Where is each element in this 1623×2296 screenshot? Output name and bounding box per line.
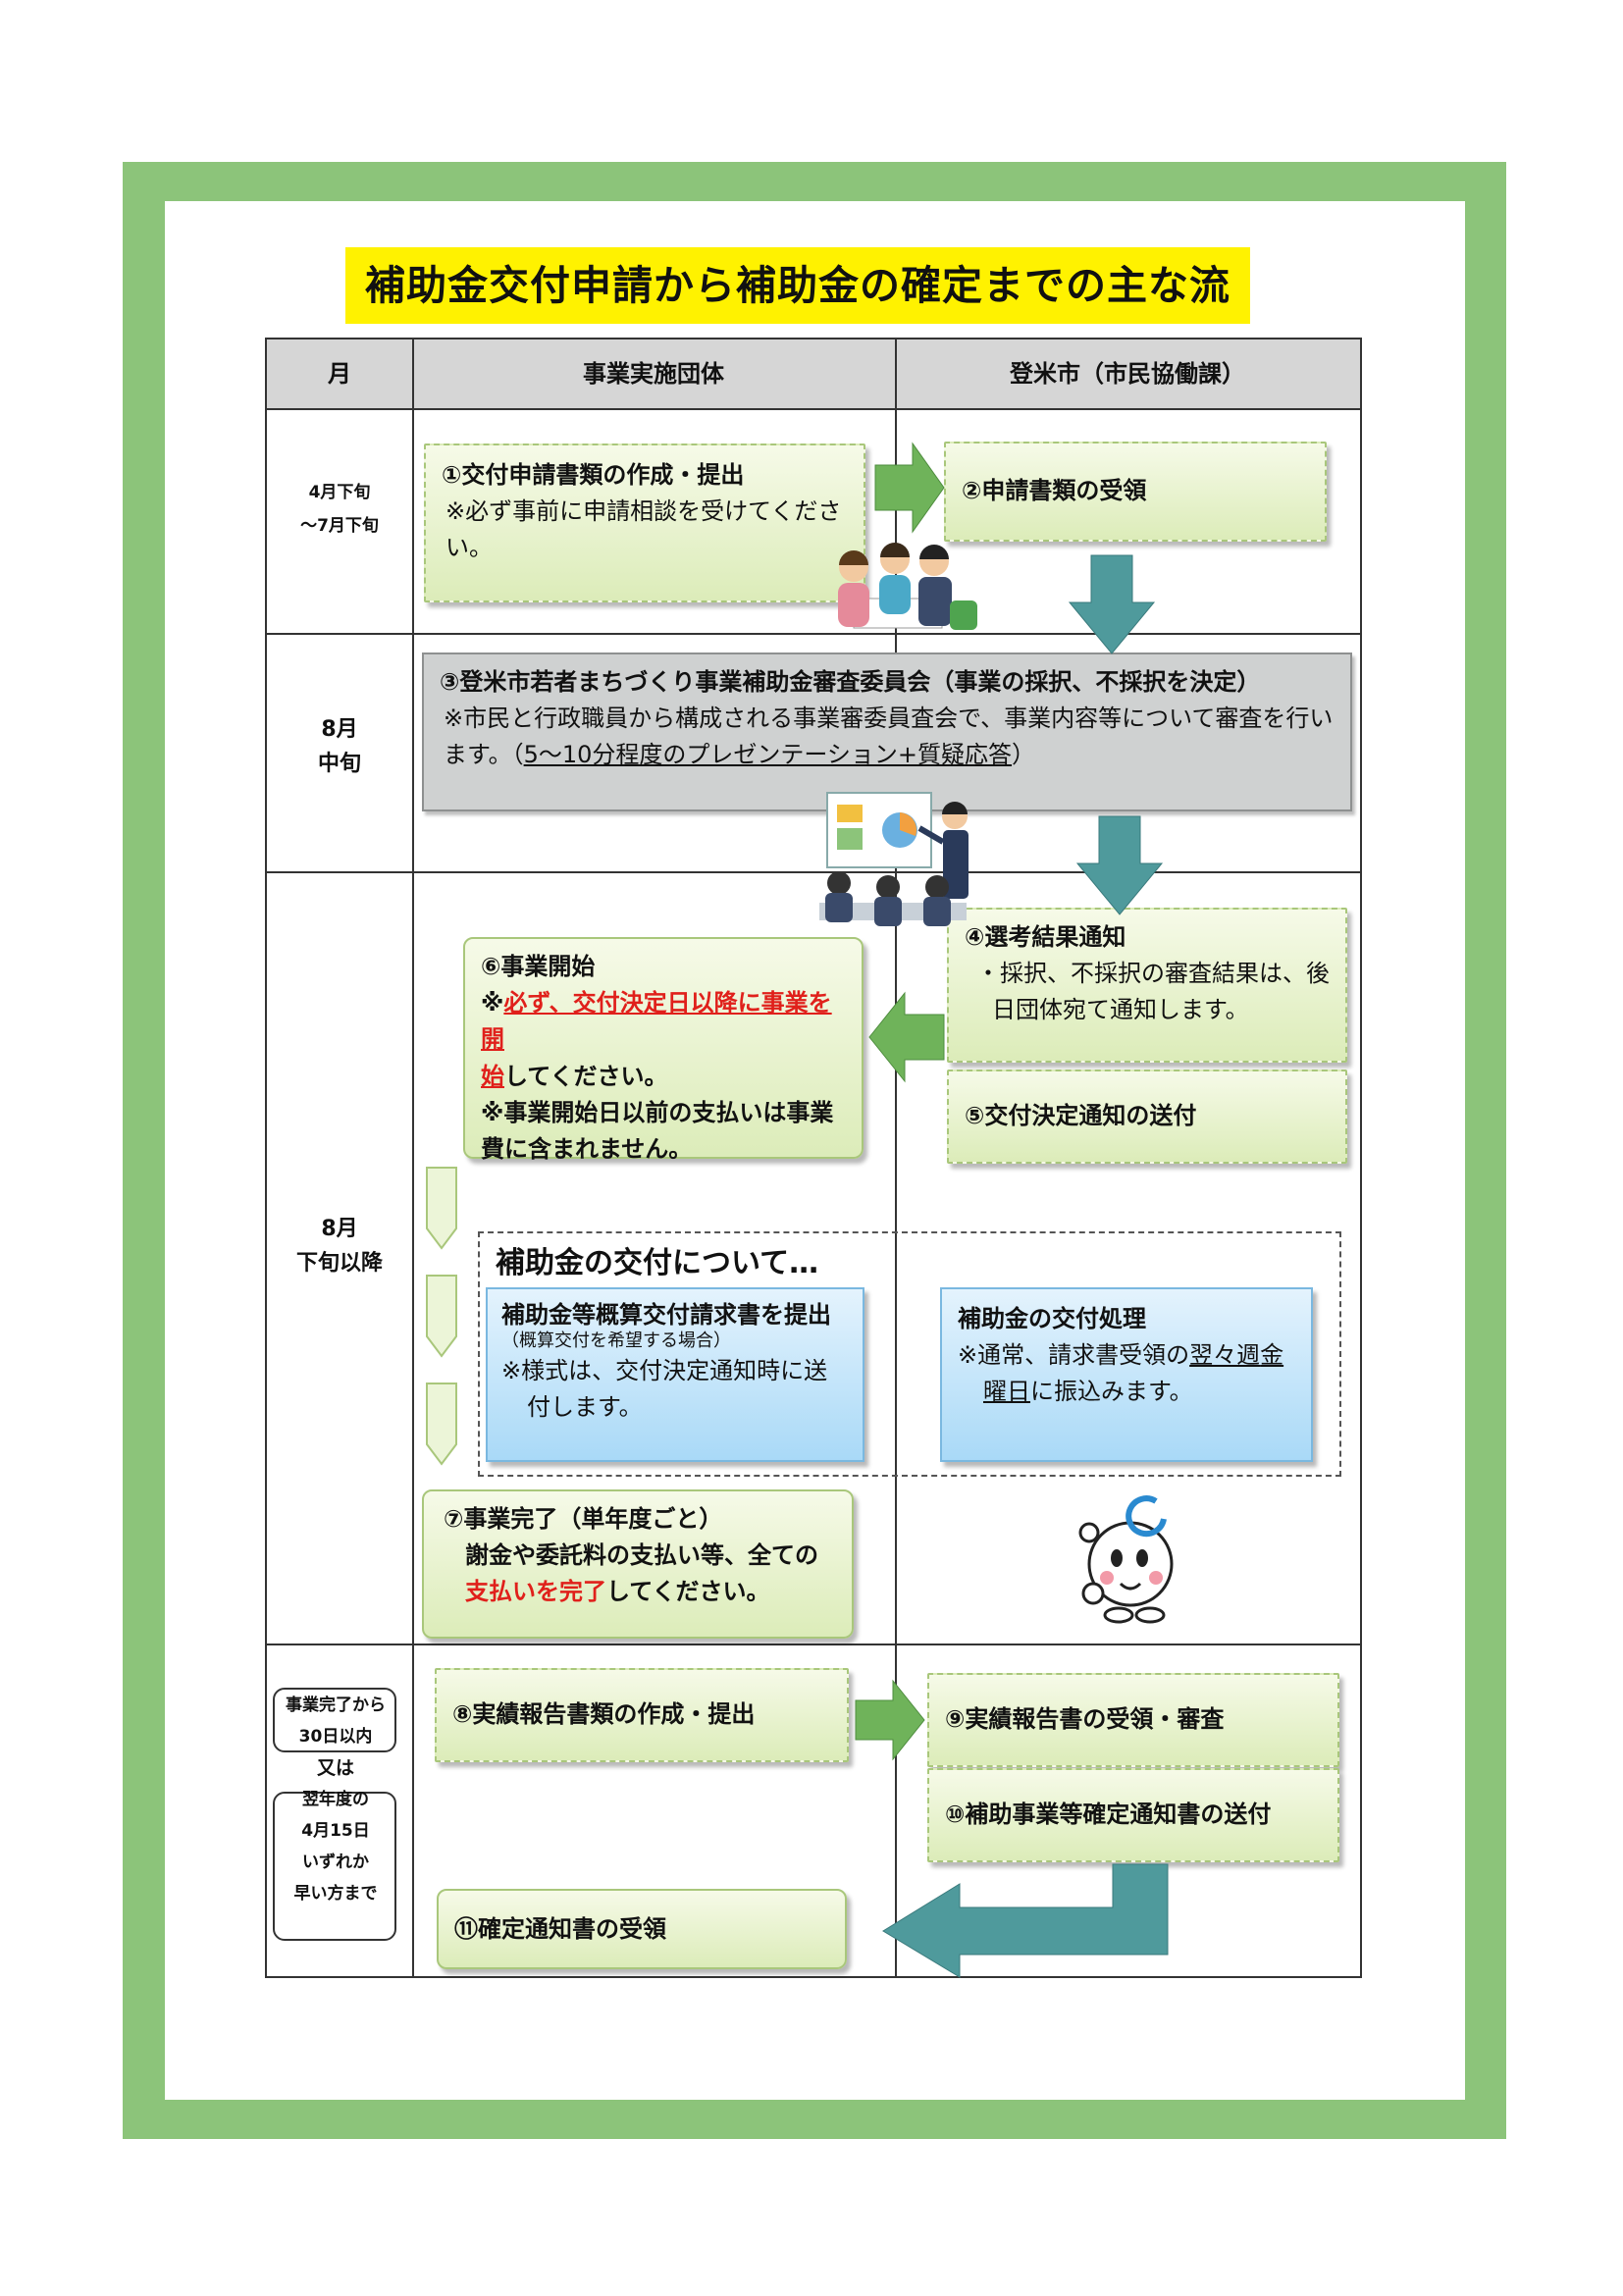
month-4-line1: 事業完了から bbox=[286, 1696, 386, 1715]
step-10-box: ⑩補助事業等確定通知書の送付 bbox=[927, 1768, 1339, 1862]
header-city: 登米市（市民協働課） bbox=[895, 339, 1360, 410]
month-label-2: 8月 中旬 bbox=[267, 712, 412, 781]
month-bracket-2 bbox=[273, 1792, 396, 1941]
step-3-title: ③登米市若者まちづくり事業補助金審査委員会（事業の採択、不採択を決定） bbox=[440, 668, 1261, 696]
month-4-line3: 又は bbox=[316, 1757, 354, 1779]
row-divider-1 bbox=[267, 633, 1360, 635]
step-7-note-a: 謝金や委託料の支払い等、全ての bbox=[465, 1541, 818, 1570]
header-month: 月 bbox=[267, 339, 412, 410]
step-11-box: ⑪確定通知書の受領 bbox=[437, 1889, 847, 1969]
grant-org-note: ※様式は、交付決定通知時に送付します。 bbox=[501, 1356, 828, 1421]
step-4-title: ④選考結果通知 bbox=[965, 923, 1126, 951]
step-6-title: ⑥事業開始 bbox=[481, 953, 596, 980]
column-divider-center bbox=[895, 339, 897, 1976]
month-4-line5: 4月15日 bbox=[301, 1821, 370, 1841]
step-1-title: ①交付申請書類の作成・提出 bbox=[442, 461, 745, 489]
step-11-title: ⑪確定通知書の受領 bbox=[454, 1915, 666, 1943]
arrow-down-2 bbox=[1075, 815, 1164, 915]
step-7-red: 支払いを完了 bbox=[465, 1578, 606, 1606]
people-meeting-illustration bbox=[838, 543, 977, 630]
month-2-line2: 中旬 bbox=[317, 752, 361, 777]
grant-city-note-underline-1: 翌々週 bbox=[1189, 1341, 1261, 1370]
grant-city-box: 補助金の交付処理 ※通常、請求書受領の翌々週金曜日に振込みます。 bbox=[940, 1287, 1313, 1462]
month-4-line7: 早い方まで bbox=[293, 1884, 378, 1904]
arrow-down-1 bbox=[1068, 554, 1156, 654]
step-7-note: 謝金や委託料の支払い等、全ての支払いを完了してください。 bbox=[444, 1538, 832, 1610]
month-label-1: 4月下旬 ～7月下旬 bbox=[267, 476, 412, 543]
continuation-chevrons bbox=[426, 1167, 457, 1466]
month-bracket-1 bbox=[273, 1688, 396, 1752]
step-6-mark: ※ bbox=[481, 989, 504, 1018]
grant-section-border bbox=[478, 1231, 1341, 1477]
step-7-box: ⑦事業完了（単年度ごと） 謝金や委託料の支払い等、全ての支払いを完了してください… bbox=[422, 1489, 854, 1639]
step-2-title: ②申請書類の受領 bbox=[962, 477, 1147, 504]
arrow-right-1 bbox=[874, 442, 945, 534]
step-3-box: ③登米市若者まちづくり事業補助金審査委員会（事業の採択、不採択を決定） ※市民と… bbox=[422, 652, 1352, 811]
grant-city-title: 補助金の交付処理 bbox=[958, 1305, 1146, 1332]
header-org: 事業実施団体 bbox=[412, 339, 895, 410]
step-5-box: ⑤交付決定通知の送付 bbox=[947, 1070, 1347, 1164]
row-divider-3 bbox=[267, 1644, 1360, 1645]
step-8-title: ⑧実績報告書類の作成・提出 bbox=[452, 1700, 756, 1728]
grant-org-box: 補助金等概算交付請求書を提出 （概算交付を希望する場合） ※様式は、交付決定通知… bbox=[486, 1287, 864, 1462]
step-1-note: ※必ず事前に申請相談を受けてください。 bbox=[445, 497, 842, 562]
step-6-note-2: ※事業開始日以前の支払いは事業費に含まれません。 bbox=[481, 1098, 834, 1163]
arrow-right-2 bbox=[855, 1679, 925, 1761]
step-6-rest: してください。 bbox=[504, 1062, 668, 1090]
month-3-line1: 8月 bbox=[321, 1217, 358, 1241]
step-7-note-b: してください。 bbox=[606, 1578, 770, 1606]
step-6-note-1: ※必ず、交付決定日以降に事業を開始してください。 bbox=[481, 985, 846, 1095]
presentation-illustration bbox=[819, 792, 969, 926]
arrow-return-left bbox=[882, 1863, 1169, 1978]
month-1-line1: 4月下旬 bbox=[308, 483, 371, 502]
grant-section-title: 補助金の交付について… bbox=[496, 1246, 819, 1280]
page-title: 補助金交付申請から補助金の確定までの主な流れ bbox=[345, 247, 1250, 386]
flow-table bbox=[265, 338, 1362, 1978]
step-7-title: ⑦事業完了（単年度ごと） bbox=[444, 1505, 723, 1533]
month-label-3: 8月 下旬以降 bbox=[267, 1212, 412, 1280]
column-divider-month bbox=[412, 339, 414, 1976]
mascot-character-illustration bbox=[1078, 1495, 1174, 1624]
month-2-line1: 8月 bbox=[321, 717, 358, 742]
step-10-title: ⑩補助事業等確定通知書の送付 bbox=[945, 1800, 1272, 1828]
grant-city-note-b: に振込みます。 bbox=[1030, 1378, 1193, 1406]
row-divider-2 bbox=[267, 871, 1360, 873]
step-4-box: ④選考結果通知 ・採択、不採択の審査結果は、後日団体宛て通知します。 bbox=[947, 908, 1347, 1063]
grant-org-small: （概算交付を希望する場合） bbox=[501, 1331, 731, 1352]
step-8-box: ⑧実績報告書類の作成・提出 bbox=[435, 1668, 849, 1762]
month-label-4: 事業完了から 30日以内 又は 翌年度の 4月15日 いずれか 早い方まで bbox=[267, 1690, 404, 1909]
step-3-note-b: ） bbox=[1012, 741, 1036, 769]
grant-city-note-underline-2: 金曜日 bbox=[983, 1341, 1284, 1406]
step-3-note: ※市民と行政職員から構成される事業審委員査会で、事業内容等について審査を行います… bbox=[440, 701, 1335, 773]
month-3-line2: 下旬以降 bbox=[295, 1251, 383, 1277]
month-1-line2: ～7月下旬 bbox=[300, 516, 379, 536]
step-6-red-a: 必ず、交付決定日以降に事業を開 bbox=[481, 989, 832, 1054]
month-4-line2: 30日以内 bbox=[298, 1727, 373, 1747]
grant-org-title: 補助金等概算交付請求書を提出 bbox=[501, 1301, 831, 1329]
step-2-box: ②申請書類の受領 bbox=[944, 442, 1327, 542]
step-6-box: ⑥事業開始 ※必ず、交付決定日以降に事業を開始してください。 ※事業開始日以前の… bbox=[463, 937, 864, 1163]
grant-city-note-a: ※通常、請求書受領の bbox=[958, 1341, 1190, 1370]
step-9-box: ⑨実績報告書の受領・審査 bbox=[927, 1673, 1339, 1767]
step-4-note: ・採択、不採択の審査結果は、後日団体宛て通知します。 bbox=[976, 960, 1330, 1024]
step-9-title: ⑨実績報告書の受領・審査 bbox=[945, 1705, 1225, 1733]
step-5-title: ⑤交付決定通知の送付 bbox=[965, 1102, 1197, 1129]
step-6-red-b: 始 bbox=[481, 1062, 504, 1090]
month-4-line4: 翌年度の bbox=[302, 1790, 369, 1809]
grant-city-note: ※通常、請求書受領の翌々週金曜日に振込みます。 bbox=[958, 1337, 1295, 1410]
step-1-box: ①交付申請書類の作成・提出 ※必ず事前に申請相談を受けてください。 bbox=[424, 444, 865, 602]
step-3-note-a: ※市民と行政職員から構成される事業審委員査会で、事業内容等について審査を行います… bbox=[444, 704, 1334, 769]
step-3-note-underline: 5～10分程度のプレゼンテーション+質疑応答 bbox=[523, 741, 1013, 769]
month-4-line6: いずれか bbox=[302, 1852, 369, 1872]
arrow-left-1 bbox=[868, 991, 945, 1083]
